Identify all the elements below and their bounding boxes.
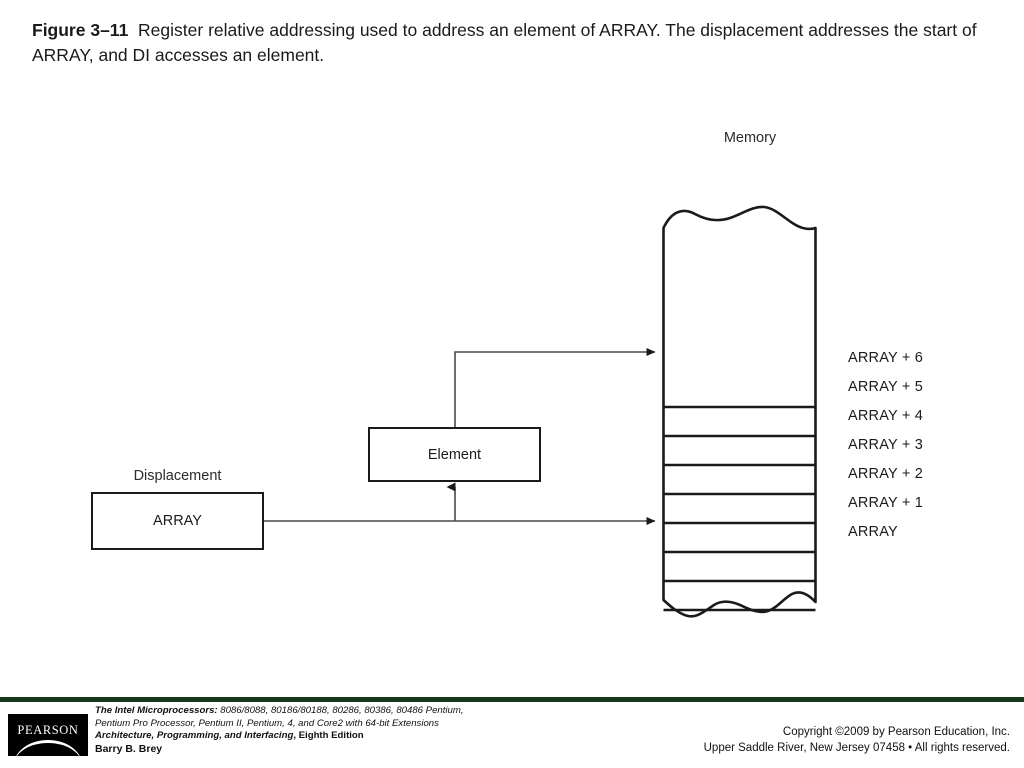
displacement-label: Displacement bbox=[133, 468, 222, 484]
memory-column bbox=[662, 205, 817, 618]
array-box-label: ARRAY bbox=[153, 513, 202, 529]
pearson-logo: PEARSON bbox=[8, 714, 88, 756]
book-info-line-2: Pentium Pro Processor, Pentium II, Penti… bbox=[95, 717, 439, 729]
element-box-label: Element bbox=[427, 446, 482, 463]
pearson-logo-text: PEARSON bbox=[17, 723, 79, 737]
arrow-element-to-memory-element bbox=[454, 348, 656, 427]
memory-outline bbox=[662, 205, 817, 618]
book-title-rest: 8086/8088, 80186/80188, 80286, 80386, 80… bbox=[217, 705, 464, 716]
book-info: The Intel Microprocessors: 8086/8088, 80… bbox=[95, 705, 565, 755]
figure-caption: Figure 3–11 Register relative addressing… bbox=[32, 18, 1008, 68]
pearson-logo-arc bbox=[14, 740, 82, 756]
memory-label-array-plus-3: ARRAY + 3 bbox=[848, 437, 924, 453]
footer-divider bbox=[0, 697, 1024, 702]
figure-diagram: Memory ARRAY + 6 ARRAY + 5 ARRAY + 4 ARR… bbox=[0, 90, 1024, 670]
displacement-array-box: ARRAY bbox=[91, 492, 264, 550]
memory-cell-dividers bbox=[663, 405, 816, 612]
memory-label-array-plus-5: ARRAY + 5 bbox=[848, 379, 924, 395]
copyright-block: Copyright ©2009 by Pearson Education, In… bbox=[704, 725, 1010, 756]
memory-label-array: ARRAY bbox=[848, 524, 898, 540]
copyright-line-2: Upper Saddle River, New Jersey 07458 • A… bbox=[703, 741, 1010, 754]
book-edition: , Eighth Edition bbox=[293, 730, 364, 742]
figure-caption-text: Register relative addressing used to add… bbox=[32, 20, 977, 65]
book-subtitle: Architecture, Programming, and Interfaci… bbox=[95, 730, 294, 742]
book-info-line-1: The Intel Microprocessors: 8086/8088, 80… bbox=[95, 705, 565, 718]
connector-lines bbox=[264, 348, 656, 525]
copyright-line-1: Copyright ©2009 by Pearson Education, In… bbox=[782, 726, 1010, 738]
figure-number: Figure 3–11 bbox=[32, 20, 129, 40]
element-box: Element bbox=[368, 427, 541, 482]
memory-label-array-plus-2: ARRAY + 2 bbox=[848, 466, 924, 482]
memory-label-array-plus-1: ARRAY + 1 bbox=[848, 495, 924, 511]
memory-column-title: Memory bbox=[723, 130, 777, 146]
memory-label-array-plus-4: ARRAY + 4 bbox=[848, 408, 924, 424]
book-title: The Intel Microprocessors: bbox=[95, 705, 218, 716]
book-author: Barry B. Brey bbox=[95, 742, 163, 755]
book-info-line-3: Architecture, Programming, and Interfaci… bbox=[95, 730, 565, 743]
memory-label-array-plus-6: ARRAY + 6 bbox=[848, 350, 924, 366]
